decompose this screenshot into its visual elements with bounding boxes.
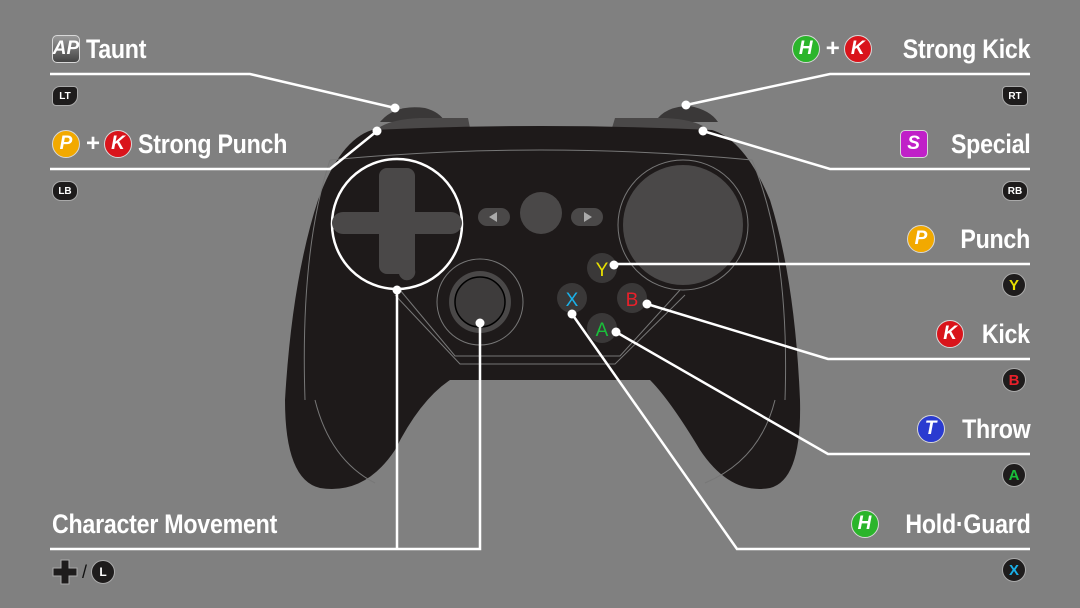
dpad-icon [52, 559, 78, 585]
right-arrow-icon [584, 212, 592, 222]
separator: / [82, 561, 88, 582]
throw-icon: T [916, 415, 945, 443]
rt-trigger [655, 106, 718, 122]
svg-text:X: X [566, 290, 579, 311]
hold-icon: H [850, 510, 879, 538]
face-button-y[interactable]: Y [587, 253, 617, 283]
face-button-b[interactable]: B [617, 283, 647, 313]
mapping-label: Kick [981, 318, 1030, 349]
mapping-label: Hold·Guard [904, 508, 1030, 539]
mapping-special: S Special [899, 128, 1030, 160]
mapping-label: Character Movement [52, 508, 278, 539]
punch-icon: P [52, 130, 80, 158]
rb-icon: RB [1002, 181, 1028, 201]
punch-icon: P [906, 225, 935, 253]
mapping-strong-punch: P + K Strong Punch [52, 128, 311, 160]
mapping-strong-kick: H + K Strong Kick [791, 33, 1031, 65]
lb-icon: LB [52, 181, 78, 201]
x-button-icon: X [1002, 558, 1026, 582]
mapping-label: Punch [960, 223, 1030, 254]
svg-text:Y: Y [596, 260, 609, 281]
left-arrow-icon [489, 212, 497, 222]
kick-icon: K [843, 35, 872, 63]
kick-icon: K [936, 320, 965, 348]
svg-text:B: B [626, 290, 639, 311]
mapping-label: Special [950, 128, 1030, 159]
auto-button-icon: AP [52, 35, 80, 63]
special-icon: S [899, 130, 928, 158]
left-stick-icon: L [91, 560, 116, 584]
mapping-punch: P Punch [906, 223, 1030, 255]
mapping-label: Throw [961, 413, 1031, 444]
right-trackpad[interactable] [623, 165, 743, 285]
mapping-label: Strong Punch [138, 128, 288, 159]
y-button-icon: Y [1002, 273, 1026, 297]
plus-sign: + [825, 35, 840, 62]
dpad[interactable] [332, 168, 462, 281]
mapping-kick: K Kick [936, 318, 1030, 350]
steam-button[interactable] [520, 192, 562, 234]
mapping-hold-guard: H Hold·Guard [850, 508, 1030, 540]
mapping-character-movement: Character Movement [52, 508, 314, 540]
lt-icon: LT [52, 86, 78, 106]
face-button-x[interactable]: X [557, 283, 587, 313]
rt-icon: RT [1002, 86, 1028, 106]
leader-lines [50, 72, 1030, 551]
plus-sign: + [86, 130, 101, 157]
svg-text:A: A [596, 320, 609, 341]
mapping-throw: T Throw [916, 413, 1031, 445]
b-button-icon: B [1002, 368, 1026, 392]
face-button-a[interactable]: A [587, 313, 617, 343]
mapping-label: Strong Kick [902, 33, 1031, 64]
mapping-taunt: AP Taunt [52, 33, 156, 65]
a-button-icon: A [1002, 463, 1026, 487]
kick-icon: K [104, 130, 133, 158]
mapping-label: Taunt [86, 33, 147, 64]
hold-icon: H [791, 35, 820, 63]
movement-inputs: / L [52, 559, 116, 585]
